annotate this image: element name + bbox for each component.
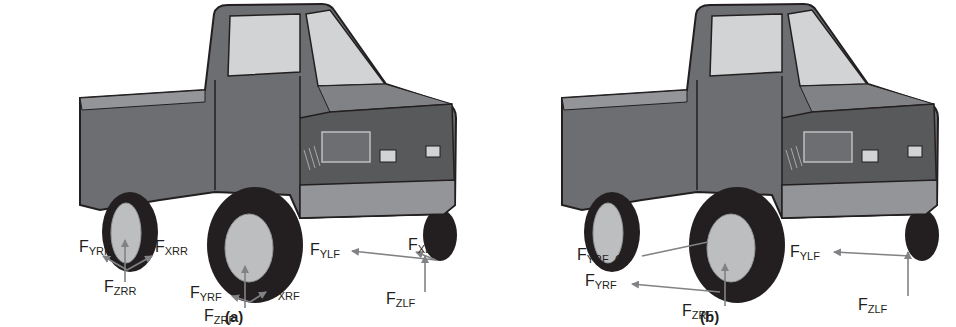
- force-arrow: [103, 256, 127, 270]
- force-arrow: [834, 252, 910, 256]
- force-label: FYRR: [79, 238, 112, 260]
- force-label: FZRR: [104, 278, 136, 300]
- force-label: FZLF: [386, 290, 415, 312]
- force-label: FXRR: [155, 238, 188, 260]
- force-arrow: [244, 266, 246, 308]
- force-label: FXLF: [408, 236, 438, 258]
- force-label: FYRF: [585, 272, 617, 294]
- force-label: FYLF: [310, 241, 340, 263]
- truck-b: [562, 4, 939, 303]
- force-arrow: [124, 240, 126, 282]
- force-arrow: [632, 284, 720, 292]
- force-label: FYLF: [790, 243, 820, 265]
- force-label: FZLF: [858, 296, 887, 318]
- force-label: FYRF_CP: [577, 246, 630, 268]
- truck-a: [80, 4, 457, 303]
- force-arrow: [250, 292, 266, 302]
- force-arrow: [724, 264, 726, 306]
- force-arrow: [424, 256, 426, 292]
- panel-label: (b): [700, 308, 719, 326]
- force-arrow: [232, 296, 250, 302]
- force-label: FXRF: [268, 283, 300, 305]
- force-arrow: [127, 256, 152, 270]
- panel-label: (a): [225, 308, 243, 326]
- leader-line: [642, 242, 708, 256]
- force-arrow: [907, 252, 909, 296]
- force-label: FYRF: [190, 284, 222, 306]
